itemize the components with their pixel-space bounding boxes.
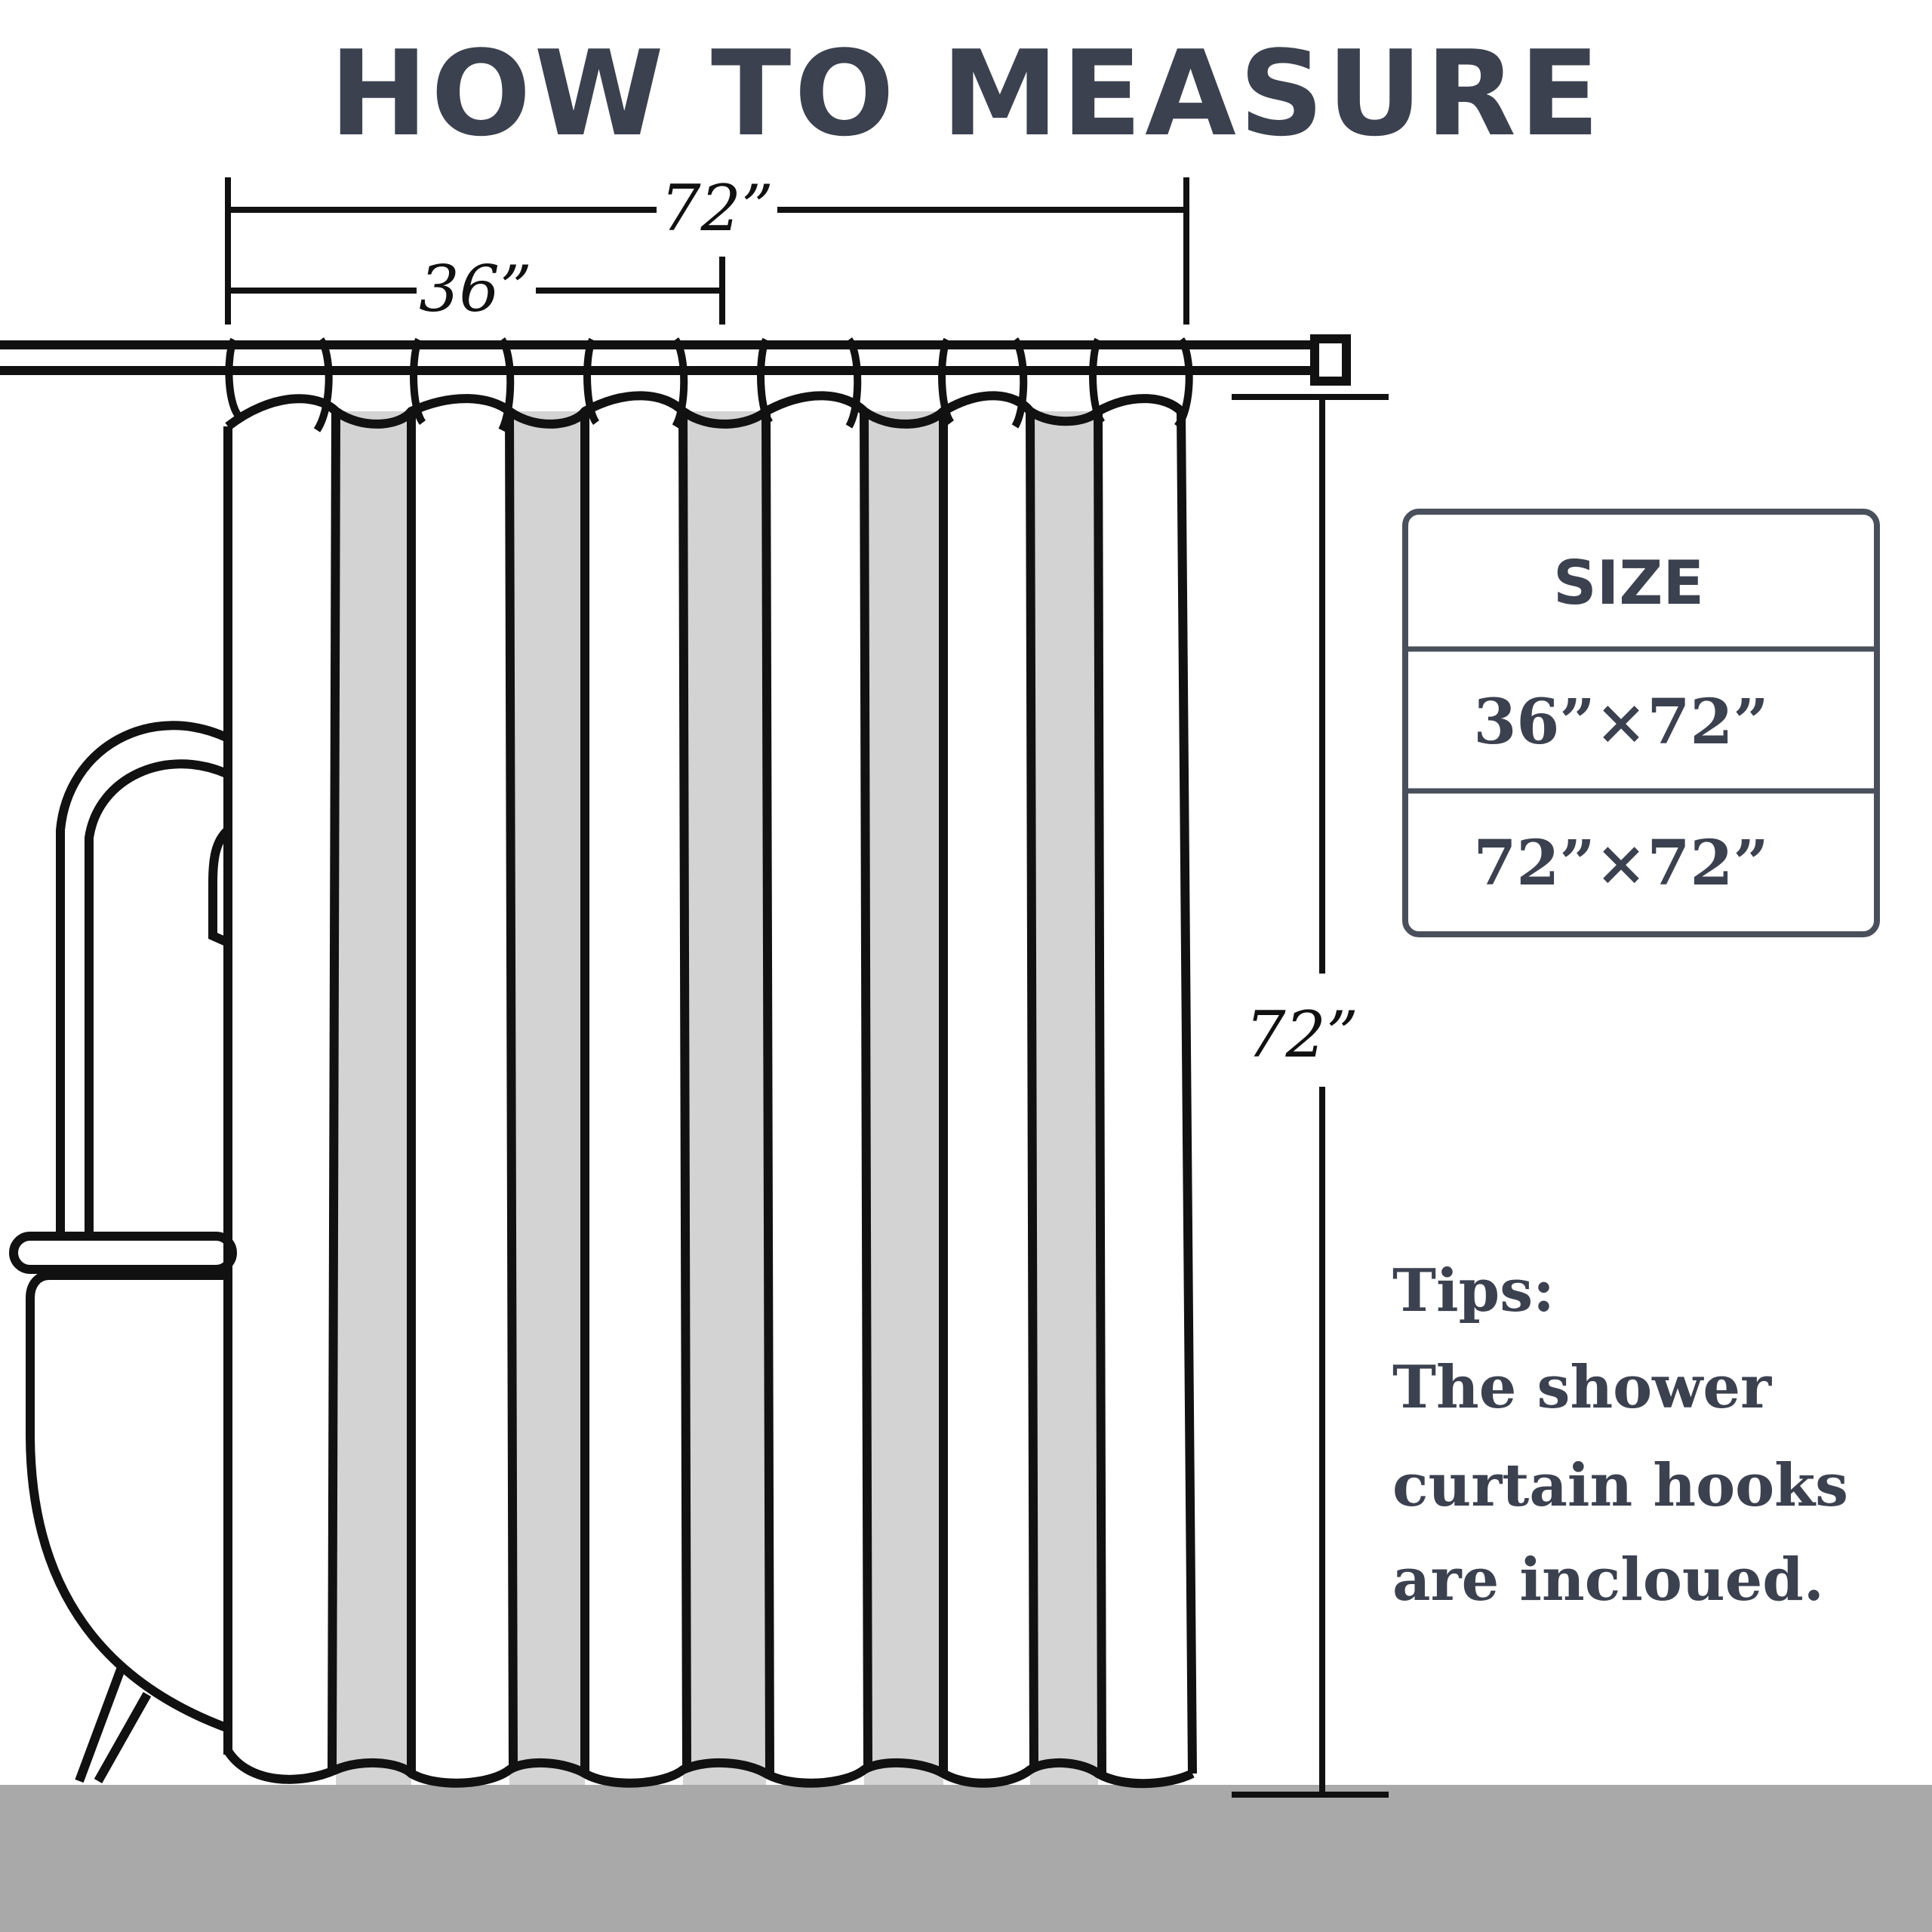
tips-heading: Tips: — [1392, 1257, 1555, 1325]
size-option-1: 36”×72” — [1473, 686, 1768, 758]
page-title: HOW TO MEASURE — [329, 25, 1602, 162]
tips-line-3: are incloued. — [1392, 1546, 1824, 1614]
size-table — [1402, 509, 1880, 937]
height-dimension — [1232, 394, 1389, 1798]
curtain-hooks — [225, 337, 1193, 432]
rod-end-cap — [1310, 334, 1351, 386]
shower-curtain — [223, 337, 1197, 1789]
tips-block: Tips: The shower curtain hooks are inclo… — [1392, 1257, 1848, 1614]
tips-line-1: The shower — [1392, 1353, 1772, 1422]
panel-width-dimension — [228, 257, 725, 325]
floor — [0, 1785, 1932, 1932]
height-label: 72” — [1245, 998, 1358, 1072]
full-width-label: 72” — [660, 171, 774, 245]
tips-line-2: curtain hooks — [1392, 1451, 1848, 1520]
size-option-2: 72”×72” — [1473, 827, 1768, 900]
panel-width-label: 36” — [419, 252, 532, 326]
size-table-header: SIZE — [1553, 548, 1704, 618]
curtain-rod — [0, 334, 1351, 386]
bathtub — [9, 721, 237, 1783]
full-width-dimension — [225, 177, 1189, 325]
